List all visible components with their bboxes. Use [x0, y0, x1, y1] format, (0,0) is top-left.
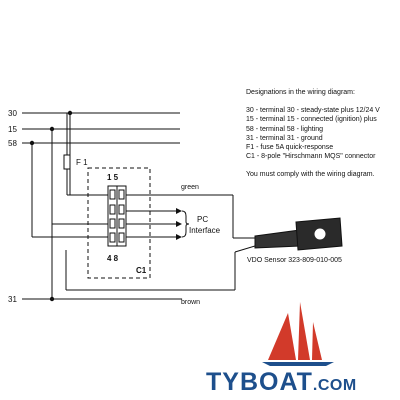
- legend-item: C1 - 8-pole "Hirschmann MQS" connector: [246, 153, 376, 161]
- terminal-30-label: 30: [8, 109, 17, 118]
- pc-interface-line1: PC: [197, 215, 208, 224]
- legend-item: F1 - fuse 5A quick-response: [246, 144, 334, 152]
- legend-item: 30 - terminal 30 - steady-state plus 12/…: [246, 107, 380, 115]
- connector-c1-housing: [87, 167, 151, 279]
- legend-item: 58 - terminal 58 - lighting: [246, 125, 324, 133]
- connector-bottom-pins: 4 8: [107, 254, 119, 263]
- terminal-58-label: 58: [8, 139, 17, 148]
- sail-logo-icon: [262, 302, 334, 366]
- brown-wire-label: brown: [181, 299, 200, 306]
- pc-brace: [181, 210, 190, 238]
- logo-brand: TYBOAT: [206, 368, 313, 396]
- legend: Designations in the wiring diagram: 30 -…: [246, 88, 398, 180]
- fuse-f1: [63, 154, 71, 170]
- fuse-label: F 1: [76, 158, 88, 167]
- legend-title: Designations in the wiring diagram:: [246, 89, 355, 96]
- tyboat-logo: TYBOAT.COM: [206, 368, 396, 398]
- green-wire-label: green: [181, 184, 199, 191]
- sensor-mount-hole: [313, 227, 327, 241]
- logo-suffix: .COM: [312, 377, 357, 394]
- brown-wire-end: [234, 245, 256, 253]
- terminal-31-label: 31: [8, 295, 17, 304]
- connector-top-pins: 1 5: [107, 173, 119, 182]
- legend-item: 15 - terminal 15 - connected (ignition) …: [246, 116, 377, 124]
- pc-interface-line2: Interface: [189, 226, 221, 235]
- legend-note: You must comply with the wiring diagram.: [246, 171, 375, 179]
- connector-name: C1: [136, 266, 147, 275]
- sensor-label: VDO Sensor 323-809-010-005: [247, 257, 342, 264]
- legend-item: 31 - terminal 31 - ground: [246, 134, 323, 142]
- sensor-cable: [254, 229, 301, 249]
- terminal-15-label: 15: [8, 125, 17, 134]
